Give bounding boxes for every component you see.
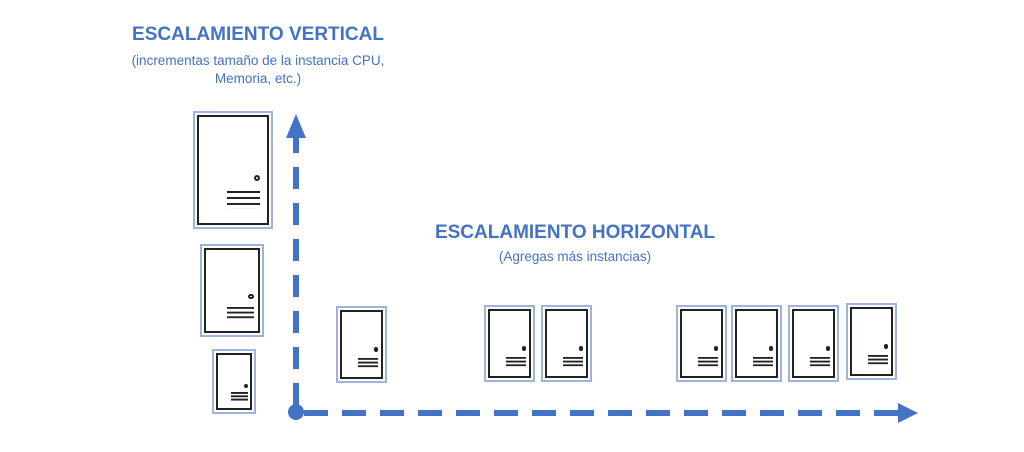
server-icon-h2a <box>484 305 535 382</box>
server-icon-h3c <box>788 305 839 382</box>
origin-dot <box>288 404 304 420</box>
server-icon-medium <box>200 244 264 337</box>
vertical-scaling-subtitle: (incrementas tamaño de la instancia CPU,… <box>88 52 428 88</box>
vertical-scaling-title: ESCALAMIENTO VERTICAL <box>132 24 384 45</box>
vertical-arrowhead-icon <box>286 114 306 138</box>
horizontal-scaling-subtitle: (Agregas más instancias) <box>498 249 652 264</box>
vertical-subtitle-line2: Memoria, etc.) <box>214 71 302 86</box>
server-icon-large <box>193 111 273 229</box>
server-icon-h3a <box>676 305 727 382</box>
server-icon-h2b <box>541 305 592 382</box>
horizontal-arrowhead-icon <box>898 403 918 423</box>
vertical-subtitle-line1: (incrementas tamaño de la instancia CPU, <box>131 53 385 68</box>
horizontal-scaling-title: ESCALAMIENTO HORIZONTAL <box>434 222 716 243</box>
server-icon-h1 <box>336 306 387 383</box>
server-icon-h3b <box>731 305 782 382</box>
server-icon-small <box>212 349 256 414</box>
server-icon-h3d <box>846 303 897 380</box>
